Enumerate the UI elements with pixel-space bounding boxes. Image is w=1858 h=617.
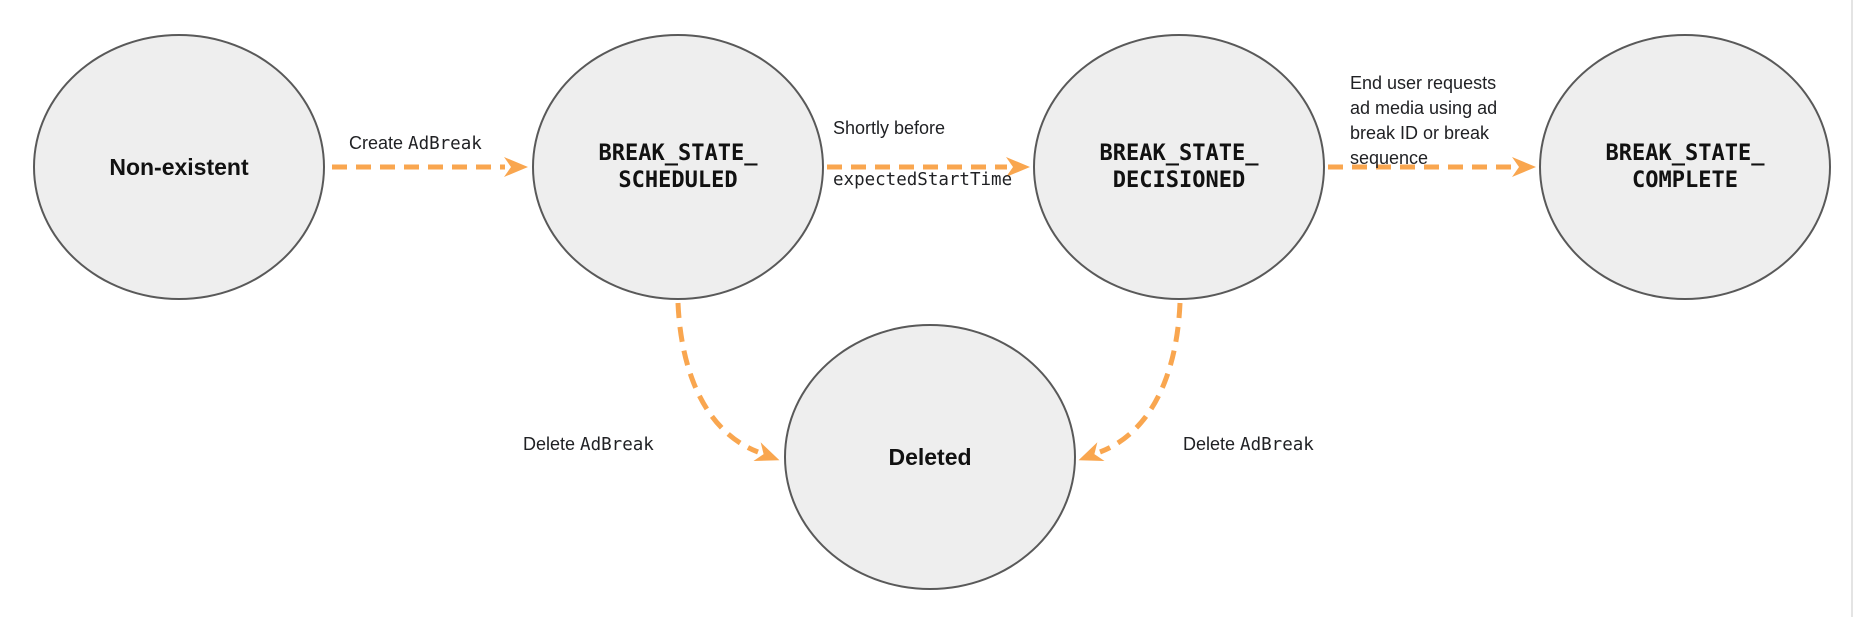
state-node-break-state-complete: BREAK_STATE_ COMPLETE <box>1539 34 1831 300</box>
transition-label-plain-text: Delete <box>523 434 581 454</box>
transition-label-delete-adbreak-right: Delete AdBreak <box>1183 405 1314 458</box>
arrow-delete-adbreak-from-scheduled <box>675 302 780 461</box>
transition-label-code-text: expectedStartTime <box>833 170 1013 190</box>
transition-label-end-user-requests: End user requests ad media using ad brea… <box>1350 46 1497 171</box>
transition-label-shortly-before: Shortly before expectedStartTime <box>833 89 1012 219</box>
state-label-deleted: Deleted <box>888 443 972 470</box>
arrow-delete-adbreak-from-decisioned <box>1078 302 1183 461</box>
transition-label-delete-adbreak-left: Delete AdBreak <box>523 405 654 458</box>
transition-label-plain-text: Create <box>349 133 409 153</box>
state-label-break-state-complete: BREAK_STATE_ COMPLETE <box>1605 141 1765 193</box>
state-label-break-state-decisioned: BREAK_STATE_ DECISIONED <box>1099 141 1259 193</box>
state-node-break-state-decisioned: BREAK_STATE_ DECISIONED <box>1033 34 1325 300</box>
state-node-non-existent: Non-existent <box>33 34 325 300</box>
transition-label-code-text: AdBreak <box>580 435 654 455</box>
transition-label-code-text: AdBreak <box>408 134 482 154</box>
state-node-break-state-scheduled: BREAK_STATE_ SCHEDULED <box>532 34 824 300</box>
transition-label-plain-text: Shortly before <box>833 118 946 138</box>
page-edge-divider <box>1851 0 1853 617</box>
state-label-non-existent: Non-existent <box>109 153 249 180</box>
state-label-break-state-scheduled: BREAK_STATE_ SCHEDULED <box>598 141 758 193</box>
transition-label-code-text: AdBreak <box>1240 435 1314 455</box>
transition-label-plain-text: Delete <box>1183 434 1241 454</box>
transition-label-plain-text: End user requests ad media using ad brea… <box>1350 73 1498 168</box>
state-node-deleted: Deleted <box>784 324 1076 590</box>
transition-label-create-adbreak: Create AdBreak <box>349 104 482 157</box>
